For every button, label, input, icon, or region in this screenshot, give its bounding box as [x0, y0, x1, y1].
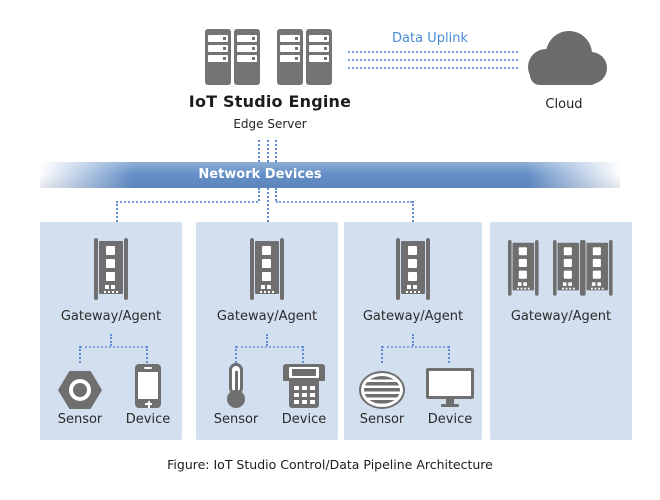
- engine-subtitle: Edge Server: [233, 117, 307, 131]
- thermometer-icon: [224, 363, 248, 409]
- connector-line: [258, 188, 260, 201]
- connector-line: [382, 346, 449, 348]
- connector-line: [267, 188, 269, 222]
- uplink-dotted-line: [348, 59, 518, 61]
- connector-line: [412, 201, 414, 222]
- connector-line: [146, 346, 148, 363]
- server-tower-icon: [277, 29, 303, 85]
- server-slot: [280, 45, 300, 52]
- server-slot: [309, 35, 329, 42]
- server-slot: [237, 55, 257, 62]
- connector-line: [236, 346, 303, 348]
- gateway-label: Gateway/Agent: [362, 309, 464, 324]
- connector-line: [267, 140, 269, 162]
- nut-sensor-icon: [58, 371, 102, 409]
- connector-line: [79, 346, 81, 363]
- rack-icon: [582, 240, 613, 296]
- gateway-panel-2: Gateway/Agent Sensor Device: [196, 222, 338, 440]
- server-slot: [208, 35, 228, 42]
- figure-caption: Figure: IoT Studio Control/Data Pipeline…: [167, 457, 493, 472]
- server-slot: [237, 45, 257, 52]
- speaker-sensor-icon: [359, 371, 405, 409]
- gateway-panel-4: Gateway/Agent: [490, 222, 632, 440]
- cloud-label: Cloud: [545, 97, 583, 112]
- connector-line: [302, 346, 304, 363]
- connector-line: [381, 346, 383, 363]
- engine-title: IoT Studio Engine: [188, 92, 352, 111]
- server-slot: [280, 55, 300, 62]
- sensor-label: Sensor: [359, 412, 405, 427]
- network-devices-label: Network Devices: [198, 167, 322, 182]
- gateway-label: Gateway/Agent: [60, 309, 162, 324]
- rack-icon: [250, 238, 284, 300]
- connector-line: [80, 346, 147, 348]
- device-label: Device: [281, 412, 327, 427]
- server-slot: [208, 55, 228, 62]
- connector-line: [275, 140, 277, 162]
- server-slot: [237, 35, 257, 42]
- uplink-dotted-line: [348, 67, 518, 69]
- gateway-panel-3: Gateway/Agent Sensor Device: [344, 222, 482, 440]
- server-tower-icon: [306, 29, 332, 85]
- connector-line: [275, 188, 277, 201]
- connector-line: [276, 201, 412, 203]
- gateway-label: Gateway/Agent: [216, 309, 318, 324]
- gateway-panel-1: Gateway/Agent Sensor Device: [40, 222, 182, 440]
- rack-icon: [396, 238, 430, 300]
- connector-line: [116, 201, 118, 222]
- connector-line: [412, 334, 414, 346]
- server-slot: [309, 45, 329, 52]
- connector-line: [258, 140, 260, 162]
- device-label: Device: [125, 412, 171, 427]
- server-tower-icon: [205, 29, 231, 85]
- server-slot: [280, 35, 300, 42]
- smartphone-icon: [135, 364, 161, 408]
- monitor-icon: [426, 368, 474, 408]
- connector-line: [110, 334, 112, 346]
- server-slot: [208, 45, 228, 52]
- cloud-icon: [516, 27, 612, 89]
- uplink-label: Data Uplink: [392, 31, 468, 46]
- connector-line: [266, 334, 268, 346]
- connector-line: [116, 201, 258, 203]
- sensor-label: Sensor: [213, 412, 259, 427]
- gateway-label: Gateway/Agent: [510, 309, 612, 324]
- device-label: Device: [427, 412, 473, 427]
- connector-line: [235, 346, 237, 363]
- connector-line: [448, 346, 450, 363]
- handheld-terminal-icon: [283, 364, 325, 408]
- uplink-dotted-line: [348, 51, 518, 53]
- rack-icon: [508, 240, 539, 296]
- server-slot: [309, 55, 329, 62]
- sensor-label: Sensor: [57, 412, 103, 427]
- server-tower-icon: [234, 29, 260, 85]
- network-devices-bar: [40, 162, 620, 188]
- rack-icon: [553, 240, 584, 296]
- rack-icon: [94, 238, 128, 300]
